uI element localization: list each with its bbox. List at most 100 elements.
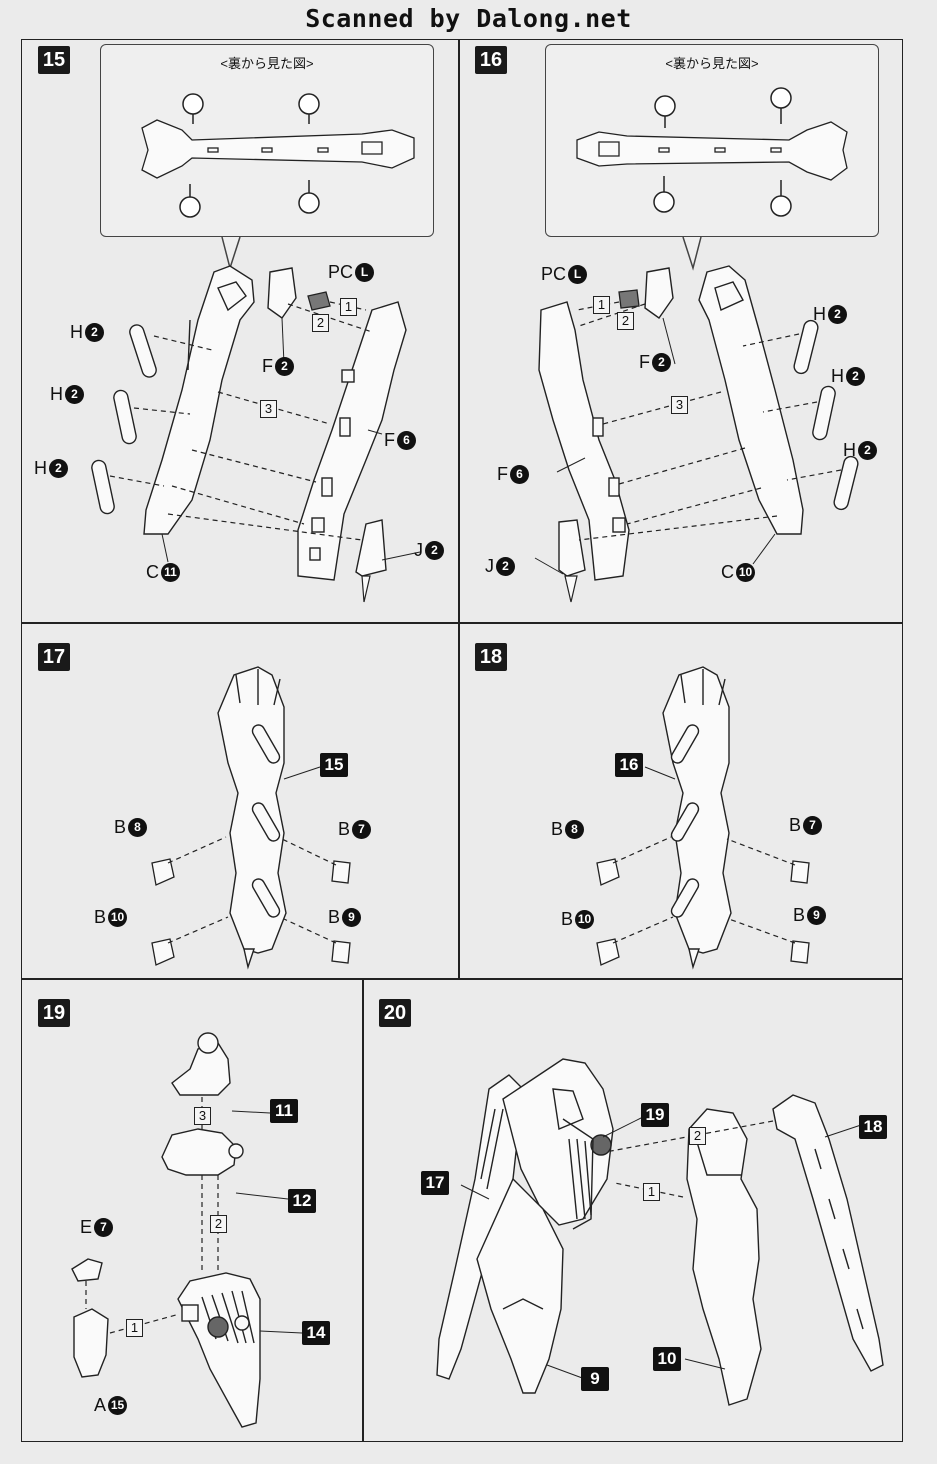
part-letter: E: [80, 1217, 93, 1237]
label-e7: E 7: [80, 1217, 114, 1238]
ref-leader: [644, 766, 676, 780]
ref-part-9: 9: [581, 1367, 609, 1391]
step-number: 15: [38, 46, 70, 74]
part-number: 6: [397, 431, 416, 450]
part-letter: F: [639, 352, 650, 372]
label-f2: F 2: [262, 356, 294, 377]
back-view-label: <裏から見た図>: [220, 56, 314, 71]
part-number: 10: [108, 908, 128, 927]
order-1: 1: [340, 298, 357, 316]
ref-leaders: [231, 1110, 303, 1334]
part-letter: B: [94, 907, 107, 927]
label-leaders: [534, 317, 776, 575]
part-number: L: [355, 263, 375, 282]
step-18-drawing: [596, 666, 810, 970]
label-leaders: [161, 317, 421, 563]
part-h2-pins: [91, 324, 157, 515]
ref-leaders: [460, 1116, 862, 1380]
part-number: 2: [828, 305, 847, 324]
part-19-assembly: [502, 1058, 614, 1230]
screw-marker-icons: [179, 93, 320, 218]
label-b7: B 7: [338, 819, 372, 840]
part-letter: F: [497, 464, 508, 484]
back-view-part: [576, 121, 848, 181]
part-number: 6: [510, 465, 529, 484]
part-letter: B: [793, 905, 806, 925]
part-b-pieces: [596, 858, 810, 966]
part-number: 2: [65, 385, 84, 404]
order-2: 2: [617, 312, 634, 330]
label-f2: F 2: [639, 352, 671, 373]
order-2: 2: [210, 1215, 227, 1233]
label-h2-a: H 2: [813, 304, 847, 325]
label-f6: F 6: [497, 464, 529, 485]
part-letter: PC: [541, 264, 567, 284]
h-pins-installed: [670, 724, 700, 918]
back-view-label: <裏から見た図>: [665, 56, 759, 71]
step-19-panel: 19: [22, 979, 362, 1441]
part-14-armor: [177, 1272, 261, 1428]
part-letter: H: [70, 322, 83, 342]
step-20-panel: 20: [363, 979, 903, 1441]
part-letter: B: [561, 909, 574, 929]
watermark: Scanned by Dalong.net: [305, 4, 632, 33]
part-number: 11: [161, 563, 180, 582]
part-letter: J: [414, 540, 423, 560]
order-3: 3: [671, 396, 688, 414]
assembly-guides: [167, 836, 337, 944]
part-number: 2: [275, 357, 294, 376]
label-pc-l: PC L: [328, 262, 375, 283]
h-pins-installed: [251, 724, 281, 918]
label-h2-b: H 2: [831, 366, 865, 387]
step-number: 16: [475, 46, 507, 74]
part-number: 2: [858, 441, 877, 460]
part-pc-l: [618, 289, 640, 309]
label-b8: B 8: [551, 819, 585, 840]
ref-step-16: 16: [615, 753, 643, 777]
label-pc-l: PC L: [541, 264, 588, 285]
part-f6-shell: [538, 301, 630, 581]
part-letter: F: [384, 430, 395, 450]
part-f2: [644, 267, 674, 319]
label-c11: C 11: [146, 562, 180, 583]
ref-part-12: 12: [288, 1189, 316, 1213]
part-number: 15: [108, 1396, 128, 1415]
part-b-pieces: [151, 858, 351, 966]
ref-part-10: 10: [653, 1347, 681, 1371]
label-a15: A 15: [94, 1395, 128, 1416]
step-18-panel: 18: [459, 623, 903, 978]
label-h2-b: H 2: [50, 384, 84, 405]
label-b7: B 7: [789, 815, 823, 836]
part-number: 2: [85, 323, 104, 342]
part-letter: H: [831, 366, 844, 386]
part-10-leg: [686, 1108, 762, 1406]
order-3: 3: [260, 400, 277, 418]
ref-part-11: 11: [270, 1099, 298, 1123]
part-letter: C: [146, 562, 159, 582]
step-20-drawing: [436, 1058, 884, 1406]
part-j2: [558, 519, 586, 577]
step-17-drawing: [151, 666, 351, 970]
ref-part-19: 19: [641, 1103, 669, 1127]
part-9-leg: [476, 1177, 564, 1394]
label-b10: B 10: [94, 907, 128, 928]
part-number: 7: [352, 820, 372, 839]
order-1: 1: [126, 1319, 143, 1337]
step-17-panel: 17: [22, 623, 458, 978]
part-f6-shell: [297, 301, 407, 581]
part-pc-l: [307, 291, 331, 311]
assembled-leg-shell: [217, 666, 287, 970]
ref-step-15: 15: [320, 753, 348, 777]
order-1: 1: [593, 296, 610, 314]
part-c11-shell: [143, 265, 255, 535]
label-b8: B 8: [114, 817, 148, 838]
step-number: 19: [38, 999, 70, 1027]
part-c10-shell: [698, 265, 804, 535]
part-letter: F: [262, 356, 273, 376]
part-number: 2: [846, 367, 865, 386]
ref-part-17: 17: [421, 1171, 449, 1195]
order-2: 2: [689, 1127, 706, 1145]
part-number: 2: [425, 541, 444, 560]
part-letter: A: [94, 1395, 107, 1415]
part-letter: B: [789, 815, 802, 835]
